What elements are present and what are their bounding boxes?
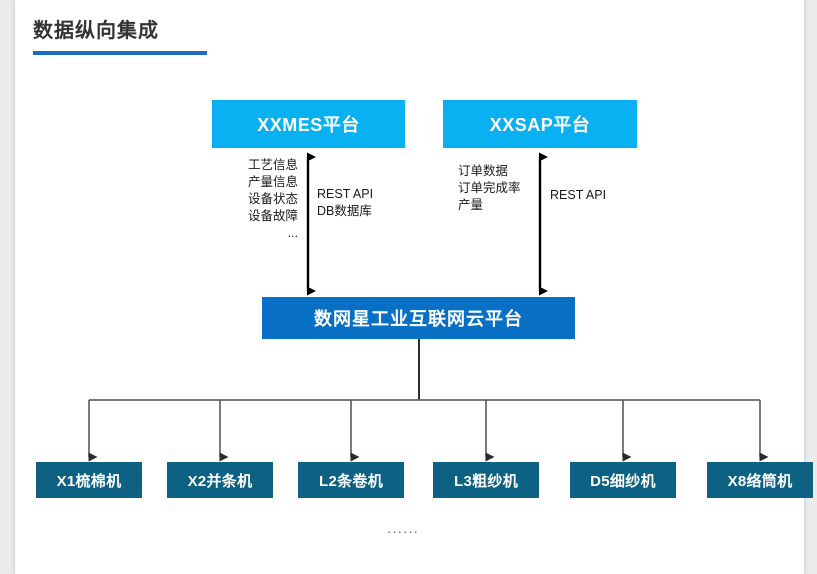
mes-protocol-label-1: DB数据库	[317, 204, 372, 218]
sap-data-label-2: 产量	[458, 198, 484, 212]
mes-data-label-0: 工艺信息	[247, 158, 298, 172]
mes-data-label-3: 设备故障	[247, 209, 298, 223]
device-box-x1[interactable]: X1梳棉机	[36, 462, 142, 498]
sap-data-labels: 订单数据 订单完成率 产量	[458, 163, 521, 214]
system-box-sap[interactable]: XXSAP平台	[443, 100, 637, 148]
device-box-l3[interactable]: L3粗纱机	[433, 462, 539, 498]
device-box-x8[interactable]: X8络筒机	[707, 462, 813, 498]
sap-data-label-0: 订单数据	[458, 164, 509, 178]
device-box-l2[interactable]: L2条卷机	[298, 462, 404, 498]
device-box-l2-label: L2条卷机	[318, 472, 383, 490]
cloud-platform-box[interactable]: 数网星工业互联网云平台	[262, 297, 575, 339]
document-page: 数据纵向集成	[14, 0, 813, 574]
mes-data-label-2: 设备状态	[247, 192, 298, 206]
system-box-sap-label: XXSAP平台	[489, 115, 591, 135]
mes-data-labels: 工艺信息 产量信息 设备状态 设备故障 ...	[185, 157, 298, 242]
system-box-mes[interactable]: XXMES平台	[212, 100, 405, 148]
mes-data-label-4: ...	[287, 226, 298, 240]
device-box-l3-label: L3粗纱机	[453, 472, 518, 490]
device-box-d5-label: D5细纱机	[590, 472, 656, 490]
device-box-x1-label: X1梳棉机	[56, 472, 122, 490]
page-title: 数据纵向集成	[33, 20, 159, 42]
title-underline-rule	[33, 51, 207, 55]
sap-data-label-1: 订单完成率	[458, 181, 521, 195]
device-box-d5[interactable]: D5细纱机	[570, 462, 676, 498]
sap-protocol-labels: REST API	[550, 187, 606, 204]
mes-protocol-labels: REST API DB数据库	[317, 186, 373, 220]
device-box-x2[interactable]: X2并条机	[167, 462, 273, 498]
sap-protocol-label-0: REST API	[550, 188, 607, 202]
more-devices-ellipsis: ······	[387, 524, 419, 539]
device-box-x8-label: X8络筒机	[727, 472, 793, 490]
page-title-block: 数据纵向集成	[33, 18, 207, 55]
mes-data-label-1: 产量信息	[247, 175, 298, 189]
device-box-x2-label: X2并条机	[187, 472, 253, 490]
cloud-platform-label: 数网星工业互联网云平台	[314, 309, 523, 329]
system-box-mes-label: XXMES平台	[257, 115, 360, 135]
mes-protocol-label-0: REST API	[317, 187, 374, 201]
